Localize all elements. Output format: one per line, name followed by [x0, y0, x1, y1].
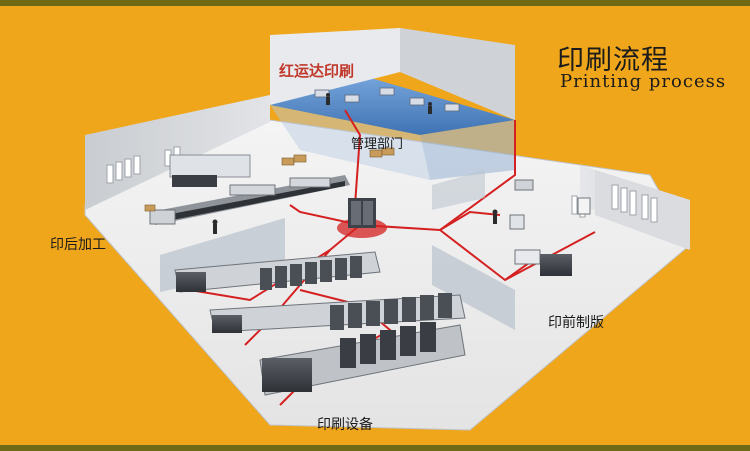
label-printing-equipment: 印刷设备	[317, 417, 373, 433]
top-band	[0, 0, 750, 6]
post-press-machinery	[149, 154, 350, 225]
printing-press-icon	[174, 251, 466, 396]
paper-stacks	[144, 147, 395, 212]
partition-right	[432, 245, 515, 330]
server-rack-icon	[348, 198, 376, 228]
label-post-press: 印后加工	[50, 237, 106, 253]
management-right-wall	[400, 28, 515, 120]
plate-maker-icon	[509, 179, 591, 276]
partition-top	[432, 170, 485, 210]
worker-icon	[212, 93, 498, 234]
management-back-wall	[270, 28, 400, 105]
title-chinese: 印刷流程	[557, 45, 669, 76]
brand-sign: 红运达印刷	[279, 62, 355, 80]
management-glass-left	[270, 105, 430, 180]
bottom-band	[0, 445, 750, 451]
management-glass	[420, 120, 515, 180]
label-pre-press: 印前制版	[548, 315, 604, 331]
title-english: Printing process	[560, 71, 727, 92]
label-management: 管理部门	[351, 137, 404, 152]
management-desks	[314, 87, 460, 112]
